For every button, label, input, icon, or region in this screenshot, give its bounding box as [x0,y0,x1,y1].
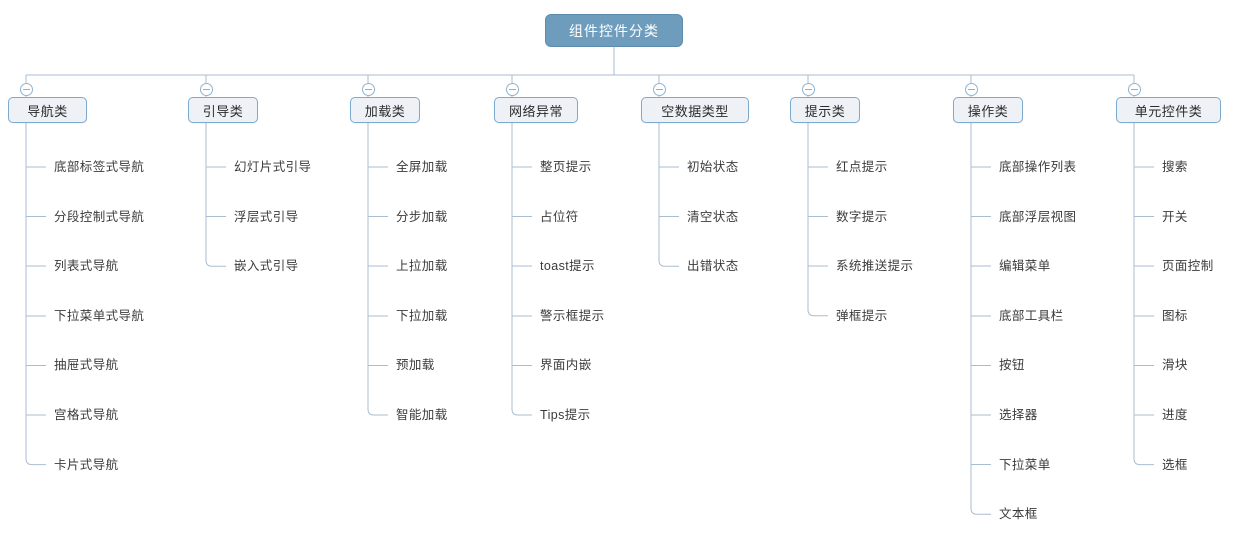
branch-node-7[interactable]: 操作类 [953,97,1023,123]
leaf-node[interactable]: 弹框提示 [836,308,888,323]
minus-circle-icon[interactable] [801,83,815,96]
leaf-node[interactable]: 底部操作列表 [999,160,1077,174]
leaf-node[interactable]: 全屏加载 [396,160,448,174]
root-node-label: 组件控件分类 [569,22,659,39]
leaf-node[interactable]: 分段控制式导航 [54,209,145,224]
branch-node-label: 提示类 [804,103,846,119]
leaf-node[interactable]: 上拉加载 [396,259,448,274]
leaf-node[interactable]: 抽屉式导航 [54,358,119,373]
leaf-node[interactable]: 初始状态 [687,160,739,174]
root-node[interactable]: 组件控件分类 [545,14,683,47]
leaf-node[interactable]: 出错状态 [687,259,739,274]
leaf-node[interactable]: 红点提示 [836,160,888,174]
leaf-node[interactable]: 底部标签式导航 [54,160,145,174]
leaf-node[interactable]: 清空状态 [687,209,739,224]
branch-node-label: 单元控件类 [1134,103,1203,119]
leaf-node[interactable]: 占位符 [540,209,579,224]
branch-node-label: 空数据类型 [661,103,729,119]
leaf-node[interactable]: 图标 [1162,308,1188,323]
leaf-node[interactable]: 浮层式引导 [234,209,299,224]
leaf-node[interactable]: 嵌入式引导 [234,259,299,274]
branch-node-label: 导航类 [27,103,68,119]
leaf-node[interactable]: 整页提示 [540,160,592,174]
branch-node-1[interactable]: 导航类 [8,97,87,123]
minus-circle-icon[interactable] [505,83,519,96]
branch-node-4[interactable]: 网络异常 [494,97,578,123]
branch-node-label: 加载类 [364,103,406,119]
leaf-node[interactable]: 智能加载 [396,408,448,422]
minus-circle-icon[interactable] [652,83,666,96]
leaf-node[interactable]: 数字提示 [836,209,888,224]
leaf-node[interactable]: 界面内嵌 [540,358,592,373]
leaf-node[interactable]: 页面控制 [1162,259,1214,274]
leaf-node[interactable]: 按钮 [999,358,1025,373]
leaf-node[interactable]: 开关 [1162,209,1188,224]
branch-node-label: 操作类 [967,103,1009,119]
leaf-node[interactable]: 幻灯片式引导 [234,160,312,174]
minus-circle-icon[interactable] [1127,83,1141,96]
branch-node-6[interactable]: 提示类 [790,97,860,123]
leaf-node[interactable]: 警示框提示 [540,308,605,323]
leaf-node[interactable]: 文本框 [999,507,1038,522]
leaf-node[interactable]: 底部浮层视图 [999,209,1077,224]
leaf-node[interactable]: 滑块 [1162,358,1188,373]
leaf-node[interactable]: 下拉菜单 [999,457,1051,472]
branch-node-8[interactable]: 单元控件类 [1116,97,1221,123]
leaf-node[interactable]: 列表式导航 [54,259,119,274]
leaf-node[interactable]: 宫格式导航 [54,408,119,422]
leaf-node[interactable]: 分步加载 [396,209,448,224]
leaf-node[interactable]: 编辑菜单 [999,259,1051,274]
minus-circle-icon[interactable] [361,83,375,96]
leaf-node[interactable]: 底部工具栏 [999,308,1064,323]
leaf-node[interactable]: 搜索 [1162,160,1188,174]
minus-circle-icon[interactable] [199,83,213,96]
minus-circle-icon[interactable] [19,83,33,96]
branch-node-3[interactable]: 加载类 [350,97,420,123]
leaf-node[interactable]: 卡片式导航 [54,457,119,472]
leaf-node[interactable]: 下拉加载 [396,308,448,323]
leaf-node[interactable]: Tips提示 [540,408,591,422]
branch-node-2[interactable]: 引导类 [188,97,258,123]
branch-node-label: 网络异常 [508,103,563,119]
branch-node-5[interactable]: 空数据类型 [641,97,749,123]
leaf-node[interactable]: 选择器 [999,408,1038,422]
leaf-node[interactable]: 系统推送提示 [836,259,914,274]
leaf-node[interactable]: 下拉菜单式导航 [54,308,145,323]
leaf-node[interactable]: 预加载 [396,358,435,373]
leaf-node[interactable]: 选框 [1162,457,1188,472]
leaf-node[interactable]: toast提示 [540,259,595,274]
minus-circle-icon[interactable] [964,83,978,96]
branch-node-label: 引导类 [202,103,244,119]
leaf-node[interactable]: 进度 [1162,408,1188,422]
